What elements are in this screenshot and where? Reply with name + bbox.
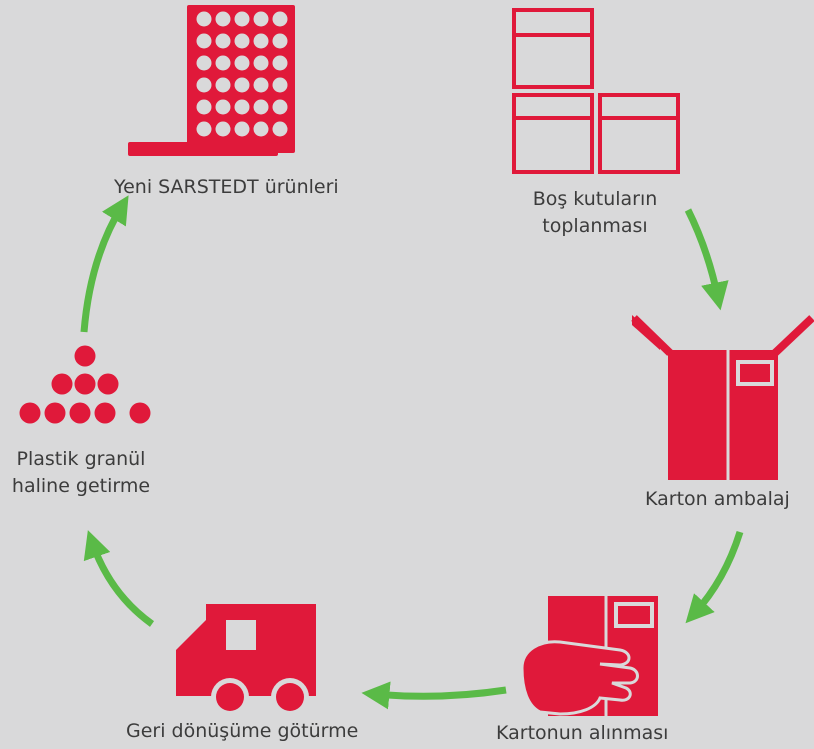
rack-hole — [272, 77, 288, 93]
label-empty-boxes: Boş kutuların toplanması — [532, 188, 658, 237]
arrow-empty-to-carton — [684, 208, 729, 311]
rack-hole — [215, 77, 231, 93]
arrow-carton-to-pickup — [685, 530, 744, 624]
arrow-transport-to-granule — [83, 530, 155, 627]
rack-hole — [253, 121, 269, 137]
rack-hole — [215, 33, 231, 49]
rack-hole — [253, 33, 269, 49]
hand-carton-icon — [520, 596, 658, 716]
rack-hole — [272, 11, 288, 27]
label-carton-packaging: Karton ambalaj — [645, 488, 790, 510]
rack-hole — [272, 55, 288, 71]
label-plastic-granule: Plastik granül haline getirme — [11, 448, 151, 497]
rack-hole — [196, 11, 212, 27]
rack-hole — [272, 99, 288, 115]
granules-icon — [19, 345, 151, 424]
rack-hole — [196, 121, 212, 137]
open-carton-icon — [631, 315, 814, 480]
rack-hole — [253, 55, 269, 71]
rack-hole — [234, 55, 250, 71]
truck-icon — [176, 604, 316, 716]
rack-hole — [234, 77, 250, 93]
label-carton-pickup: Kartonun alınması — [496, 722, 669, 744]
rack-hole — [234, 121, 250, 137]
rack-hole — [234, 33, 250, 49]
tube-rack-icon — [128, 5, 295, 156]
rack-hole — [253, 99, 269, 115]
rack-hole — [196, 99, 212, 115]
rack-hole — [234, 11, 250, 27]
rack-hole — [272, 121, 288, 137]
rack-hole — [215, 55, 231, 71]
rack-hole — [215, 11, 231, 27]
rack-hole — [234, 99, 250, 115]
rack-hole — [196, 33, 212, 49]
rack-hole — [253, 77, 269, 93]
rack-hole — [196, 55, 212, 71]
rack-hole — [215, 121, 231, 137]
rack-hole — [196, 77, 212, 93]
rack-hole — [272, 33, 288, 49]
label-recycling-transport: Geri dönüşüme götürme — [126, 720, 359, 742]
label-new-products: Yeni SARSTEDT ürünleri — [114, 176, 339, 198]
stacked-boxes-icon — [512, 8, 680, 174]
rack-hole — [215, 99, 231, 115]
arrow-granule-to-new — [80, 195, 129, 333]
rack-hole — [253, 11, 269, 27]
arrow-pickup-to-transport — [361, 681, 507, 710]
